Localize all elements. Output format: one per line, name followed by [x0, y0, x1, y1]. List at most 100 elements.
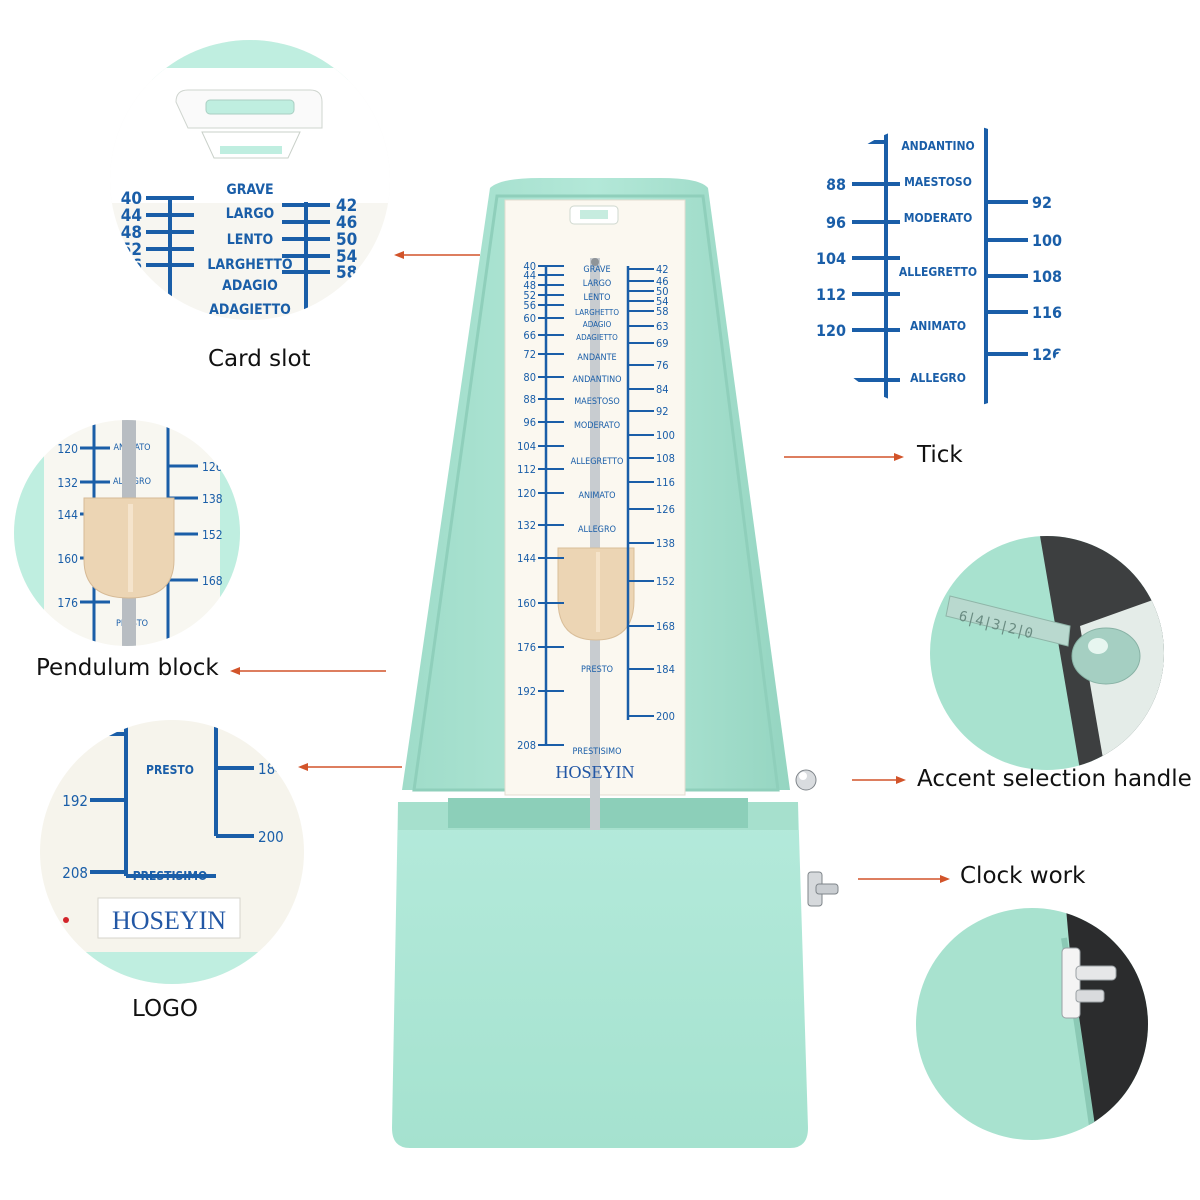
label-clock-work: Clock work — [960, 863, 1086, 889]
zoom-number-right: 126 — [1032, 345, 1062, 364]
arrow-accent-handle — [852, 776, 906, 784]
zoom-number-left: 56 — [121, 256, 142, 276]
zoom-number-right: 138 — [202, 492, 223, 506]
scale-number-right: 50 — [656, 285, 669, 298]
scale-number-right: 108 — [656, 452, 675, 465]
zoom-number-left: 112 — [816, 285, 846, 304]
scale-number-left: 80 — [523, 371, 536, 384]
zoom-number-left: 48 — [121, 223, 142, 243]
zoom-number-left: 96 — [826, 213, 846, 232]
scale-number-left: 144 — [517, 552, 536, 565]
scale-number-right: 42 — [656, 263, 669, 276]
zoom-logo: 192208184200PRESTOPRESTISIMO HOSEYIN — [40, 720, 304, 984]
zoom-number-right: 50 — [336, 230, 357, 250]
zoom-number-left: 132 — [816, 371, 846, 390]
zoom-number-right: 200 — [258, 828, 284, 846]
zoom-clock-work — [916, 908, 1148, 1140]
scale-number-left: 192 — [517, 685, 536, 698]
scale-number-right: 126 — [656, 503, 675, 516]
zoom-number-left: 88 — [826, 175, 846, 194]
accent-handle — [795, 769, 817, 791]
scale-number-left: 52 — [523, 289, 536, 302]
zoom-number-right: 116 — [1032, 303, 1062, 322]
zoom-number-left: 44 — [121, 206, 142, 226]
tempo-name: ALLEGRETTO — [571, 457, 624, 467]
scale-number-left: 96 — [523, 416, 536, 429]
scale-number-right: 200 — [656, 710, 675, 723]
zoom-number-left: 120 — [816, 321, 846, 340]
zoom-number-right: 46 — [336, 213, 357, 233]
tempo-name: PRESTISIMO — [573, 747, 622, 757]
pendulum-rod — [590, 258, 600, 830]
zoom-number-right: 42 — [336, 196, 357, 216]
tempo-name: ANDANTE — [577, 353, 616, 363]
tempo-name: ANDANTINO — [572, 375, 621, 385]
scale-number-left: 72 — [523, 348, 536, 361]
scale-number-left: 66 — [523, 329, 536, 342]
zoom-tempo-name: MAESTOSO — [904, 175, 972, 189]
zoom-number-right: 168 — [202, 574, 223, 588]
arrow-tick — [784, 453, 904, 461]
scale-number-right: 84 — [656, 383, 669, 396]
scale-number-left: 208 — [517, 739, 536, 752]
tempo-name: MODERATO — [574, 421, 620, 431]
zoom-number-left: 52 — [121, 240, 142, 260]
tempo-name: LARGHETTO — [575, 308, 619, 317]
zoom-number-left: 176 — [57, 596, 78, 610]
zoom-tempo-name: ANIMATO — [910, 319, 966, 333]
zoom-number-left: 40 — [121, 189, 142, 209]
scale-number-left: 120 — [517, 487, 536, 500]
zoom-tempo-name: MODERATO — [904, 211, 973, 225]
tempo-name: GRAVE — [583, 265, 610, 275]
zoom-number-right: 126 — [202, 460, 223, 474]
scale-number-left: 48 — [523, 279, 536, 292]
tempo-name: LENTO — [584, 293, 611, 303]
zoom-number-left: 160 — [57, 552, 78, 566]
arrow-pendulum-block — [230, 667, 386, 675]
scale-number-left: 88 — [523, 393, 536, 406]
zoom-number-right: 54 — [336, 247, 357, 267]
label-accent-selection-handle: Accent selection handle — [917, 766, 1192, 792]
scale-number-left: 40 — [523, 260, 536, 273]
zoom-tempo-name: ALLEGRO — [910, 371, 966, 385]
zoom-tempo-name: LARGO — [226, 206, 275, 222]
scale-number-right: 116 — [656, 476, 675, 489]
zoom-tempo-name: ADAGIETTO — [209, 302, 291, 318]
tempo-name: ALLEGRO — [578, 525, 616, 535]
zoom-number-right: 108 — [1032, 267, 1062, 286]
scale-number-left: 56 — [523, 299, 536, 312]
tempo-name: ANIMATO — [578, 491, 615, 501]
scale-number-right: 138 — [656, 537, 675, 550]
zoom-accent-handle: 6|4|3|2|0 — [930, 536, 1164, 770]
zoom-tempo-name: ALLEGRETTO — [899, 265, 977, 279]
scale-number-right: 54 — [656, 295, 669, 308]
scale-number-right: 152 — [656, 575, 675, 588]
zoom-pendulum-block: 120132144160176126138152168ANIMATOALLEGR… — [14, 420, 240, 646]
scale-number-right: 168 — [656, 620, 675, 633]
scale-number-right: 76 — [656, 359, 669, 372]
zoom-tempo-name: PRESTO — [146, 763, 194, 777]
tempo-name: LARGO — [583, 279, 612, 289]
scale-number-left: 132 — [517, 519, 536, 532]
scale-number-right: 46 — [656, 275, 669, 288]
scale-number-left: 112 — [517, 463, 536, 476]
scale-number-left: 104 — [517, 440, 536, 453]
zoom-logo-text: HOSEYIN — [112, 906, 226, 935]
arrow-clock-work — [858, 875, 950, 883]
zoom-number-right: 100 — [1032, 231, 1062, 250]
tempo-name: PRESTO — [581, 665, 613, 675]
zoom-number-left: 208 — [62, 864, 88, 882]
scale-number-right: 100 — [656, 429, 675, 442]
arrow-logo — [298, 763, 402, 771]
zoom-number-left: 192 — [62, 792, 88, 810]
scale-number-left: 44 — [523, 269, 536, 282]
zoom-number-right: 152 — [202, 528, 223, 542]
zoom-number-right: 92 — [1032, 193, 1052, 212]
scale-number-right: 184 — [656, 663, 675, 676]
zoom-number-left: 132 — [57, 476, 78, 490]
arrow-card-slot — [394, 251, 480, 259]
tempo-name: ADAGIO — [583, 320, 612, 329]
zoom-number-left: 104 — [816, 249, 846, 268]
